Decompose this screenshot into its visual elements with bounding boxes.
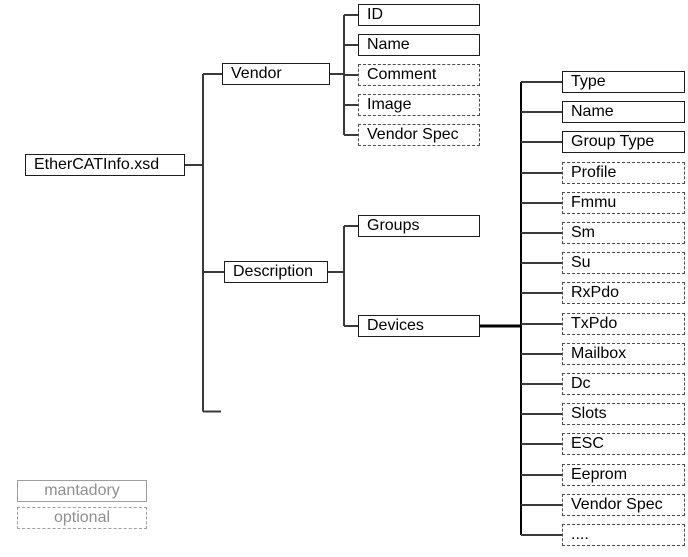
node-vendor: Vendor	[222, 63, 330, 85]
node-dev-fmmu: Fmmu	[562, 192, 685, 214]
node-dev-group-type: Group Type	[562, 131, 685, 153]
node-vendor-name: Name	[358, 34, 480, 56]
node-dev-esc: ESC	[562, 433, 685, 455]
legend-optional-box: optional	[17, 507, 147, 529]
legend-mandatory-box: mantadory	[17, 480, 147, 502]
node-dev-dc: Dc	[562, 373, 685, 395]
node-dev-vendor-spec: Vendor Spec	[562, 494, 685, 516]
node-dev-mailbox: Mailbox	[562, 343, 685, 365]
node-groups: Groups	[358, 215, 480, 237]
node-dev-sm: Sm	[562, 222, 685, 244]
node-devices: Devices	[358, 315, 480, 337]
node-vendor-image: Image	[358, 94, 480, 116]
node-vendor-comment: Comment	[358, 64, 480, 86]
node-dev-more: ....	[562, 524, 685, 546]
node-dev-rxpdo: RxPdo	[562, 282, 685, 304]
node-dev-profile: Profile	[562, 162, 685, 184]
node-dev-type: Type	[562, 71, 685, 93]
node-vendor-id: ID	[358, 4, 480, 26]
node-dev-txpdo: TxPdo	[562, 313, 685, 335]
node-dev-eeprom: Eeprom	[562, 464, 685, 486]
node-dev-su: Su	[562, 252, 685, 274]
node-description: Description	[224, 261, 328, 283]
node-vendor-spec: Vendor Spec	[358, 124, 480, 146]
node-dev-name: Name	[562, 101, 685, 123]
node-dev-slots: Slots	[562, 403, 685, 425]
node-root: EtherCATInfo.xsd	[25, 154, 185, 176]
